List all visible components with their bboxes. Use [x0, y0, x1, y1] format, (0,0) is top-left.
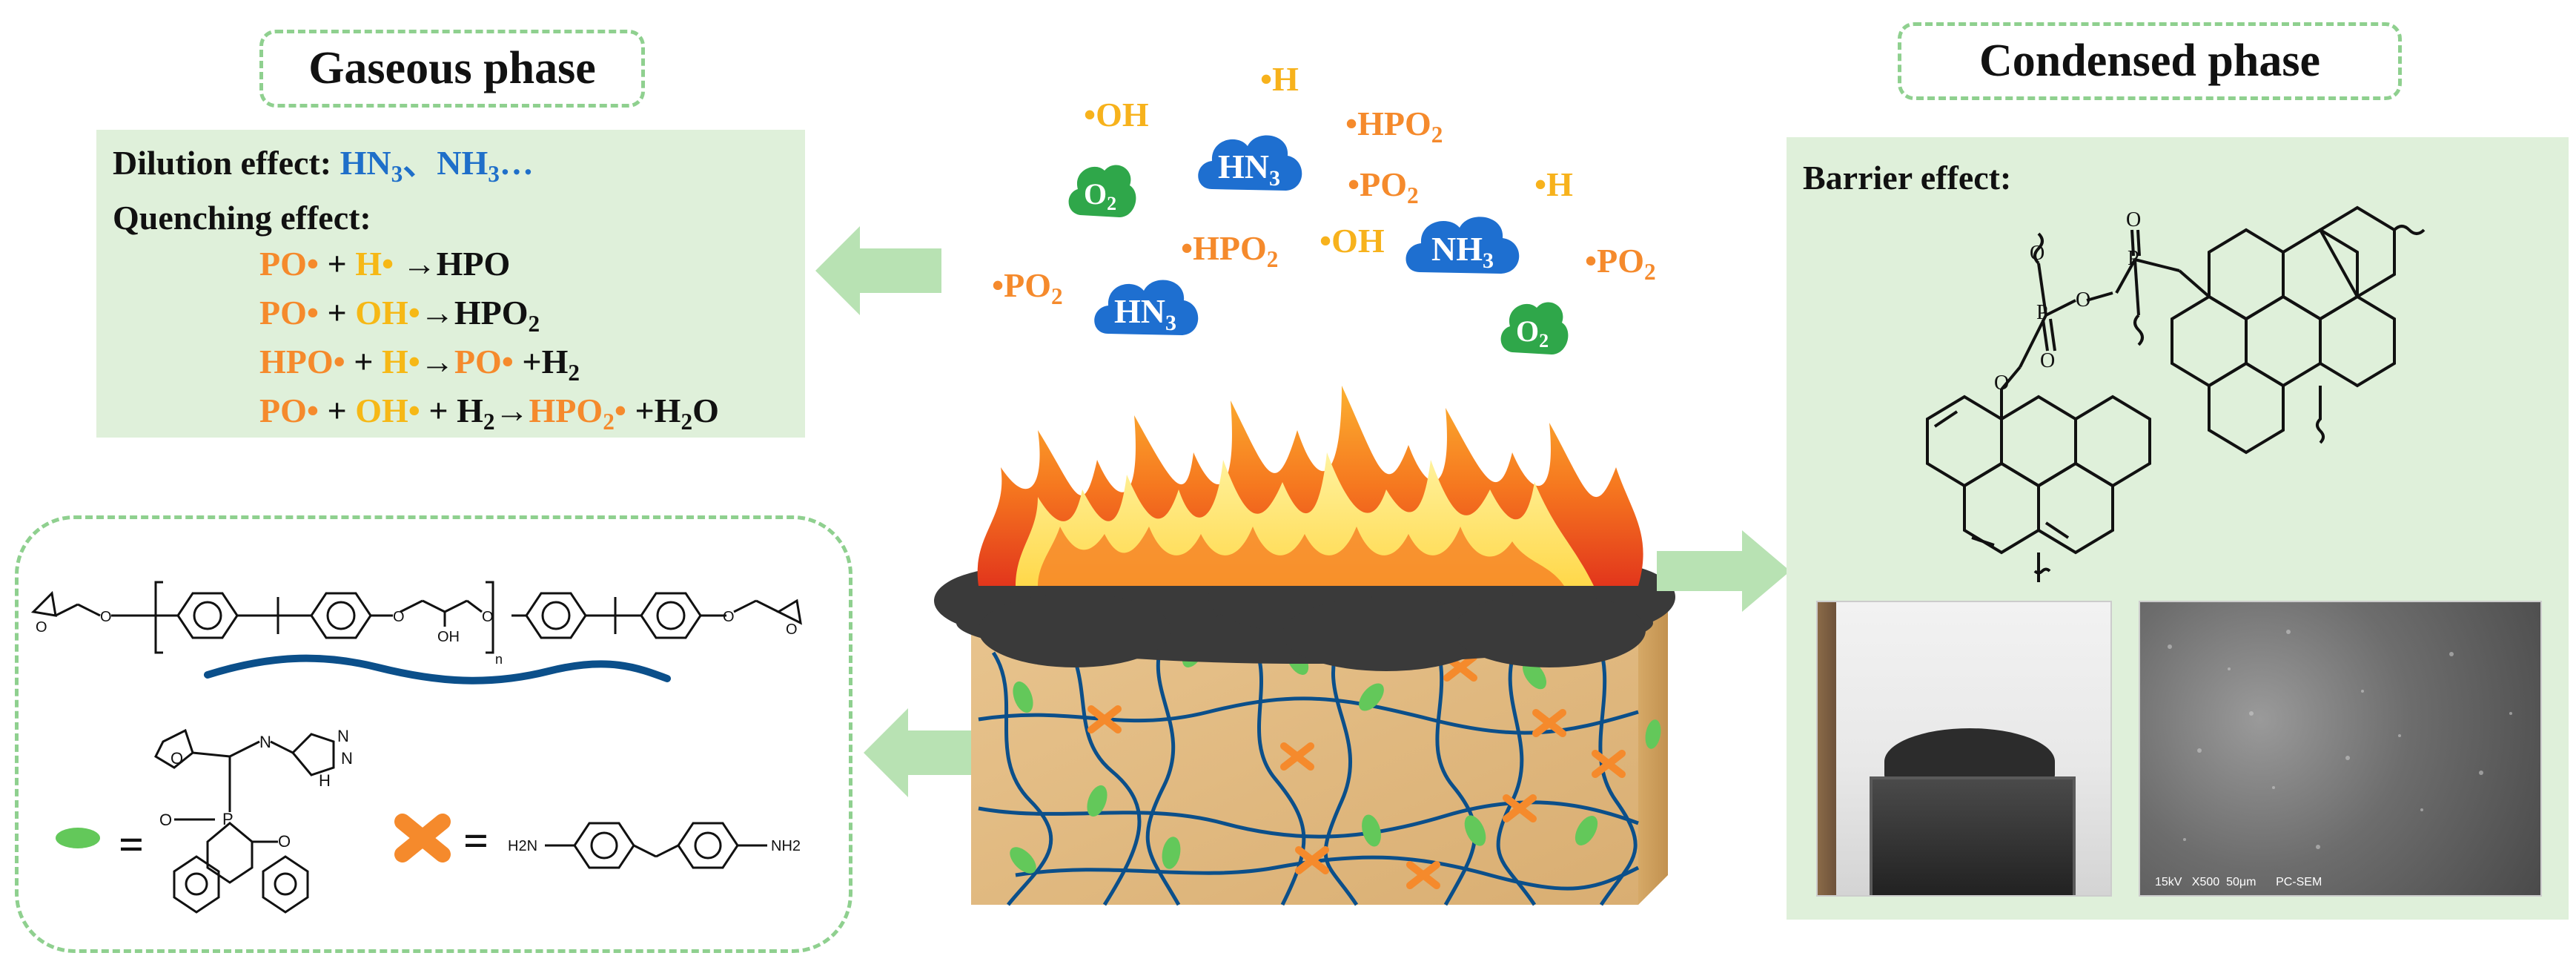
svg-text:N: N [337, 727, 349, 745]
reaction-3: HPO• + H•→PO• +H2 [259, 343, 580, 386]
svg-text:O: O [170, 749, 183, 768]
svg-text:O: O [2040, 349, 2055, 372]
svg-text:O: O [786, 621, 798, 638]
svg-text:O: O [1994, 372, 2009, 395]
svg-text:n: n [495, 652, 503, 667]
sem-caption: 15kV X500 50μm PC-SEM [2155, 876, 2322, 888]
arrow-to-gaseous [815, 226, 941, 315]
svg-text:O: O [723, 609, 735, 625]
burning-material-block [934, 386, 1675, 906]
radical-po2-1: •PO2 [1348, 165, 1419, 209]
char-residue-photo [1816, 601, 2112, 897]
svg-text:H: H [319, 771, 331, 790]
dopo-furan-tetrazole-structure: O N N N H O P O [154, 727, 353, 914]
reaction-4: PO• + OH• + H2→HPO2• +H2O [259, 392, 719, 435]
svg-text:N: N [341, 749, 353, 768]
svg-text:O: O [482, 609, 494, 625]
reaction-1: PO• + H• →HPO [259, 245, 511, 283]
epoxy-resin-structure: O O OH O n O O O [30, 581, 802, 667]
svg-text:O: O [278, 832, 291, 851]
radical-hpo2-1: •HPO2 [1345, 105, 1443, 148]
barrier-label: Barrier effect: [1803, 159, 2012, 197]
radical-h-1: •H [1260, 60, 1299, 98]
svg-text:O: O [100, 609, 112, 625]
svg-text:P: P [222, 810, 234, 828]
dilution-species: HN3、NH3… [340, 144, 534, 188]
gaseous-phase-title: Gaseous phase [259, 30, 645, 108]
structures-box [15, 515, 852, 953]
svg-text:O: O [159, 811, 172, 829]
diamine-structure: H2N NH2 [508, 822, 801, 869]
cloud-hn3-2: HN3 [1094, 280, 1199, 335]
orange-cross-legend-icon [394, 814, 451, 862]
equals-sign-2: = [463, 817, 489, 865]
dilution-label: Dilution effect: [113, 144, 332, 182]
reaction-2: PO• + OH•→HPO2 [259, 294, 540, 337]
radical-hpo2-2: •HPO2 [1181, 229, 1279, 273]
svg-text:P: P [2036, 301, 2048, 324]
svg-text:O: O [2126, 208, 2141, 231]
radical-oh-2: •OH [1320, 222, 1385, 260]
sample-container [1870, 776, 2076, 895]
cloud-o2-1: O2 [1068, 165, 1136, 217]
radical-po2-2: •PO2 [992, 266, 1063, 310]
arrow-to-condensed [1657, 530, 1790, 612]
quenching-label: Quenching effect: [113, 199, 371, 237]
svg-text:OH: OH [437, 629, 460, 645]
cloud-nh3: NH3 [1405, 217, 1520, 274]
radical-oh-1: •OH [1084, 96, 1149, 133]
arrow-to-structures [864, 708, 990, 797]
svg-text:O: O [2030, 242, 2044, 265]
char-structure: O P O O O P O [1926, 205, 2426, 582]
svg-text:N: N [259, 733, 271, 751]
sem-image: 15kV X500 50μm PC-SEM [2139, 601, 2542, 897]
gaseous-phase-panel: Dilution effect: HN3、NH3… Quenching effe… [96, 130, 805, 438]
flames [977, 386, 1643, 586]
dilution-effect-line: Dilution effect: HN3、NH3… [113, 139, 534, 199]
green-node-legend-icon [56, 828, 100, 848]
cloud-hn3-1: HN3 [1198, 135, 1302, 191]
orange-crosslink-nodes [1087, 653, 1626, 889]
svg-text:P: P [2128, 247, 2139, 270]
equals-sign-1: = [119, 820, 145, 869]
svg-text:O: O [2076, 288, 2090, 311]
svg-text:O2: O2 [1516, 314, 1549, 352]
svg-text:H2N: H2N [508, 838, 537, 854]
radical-h-2: •H [1534, 165, 1573, 203]
svg-text:O: O [393, 609, 405, 625]
svg-text:O: O [36, 619, 47, 636]
svg-text:NH2: NH2 [771, 838, 801, 854]
radical-po2-3: •PO2 [1585, 242, 1656, 286]
condensed-phase-title: Condensed phase [1898, 22, 2402, 100]
condensed-phase-panel: Barrier effect: [1787, 137, 2569, 920]
cloud-o2-2: O2 [1500, 302, 1569, 354]
polymer-chain-wave [204, 654, 671, 685]
